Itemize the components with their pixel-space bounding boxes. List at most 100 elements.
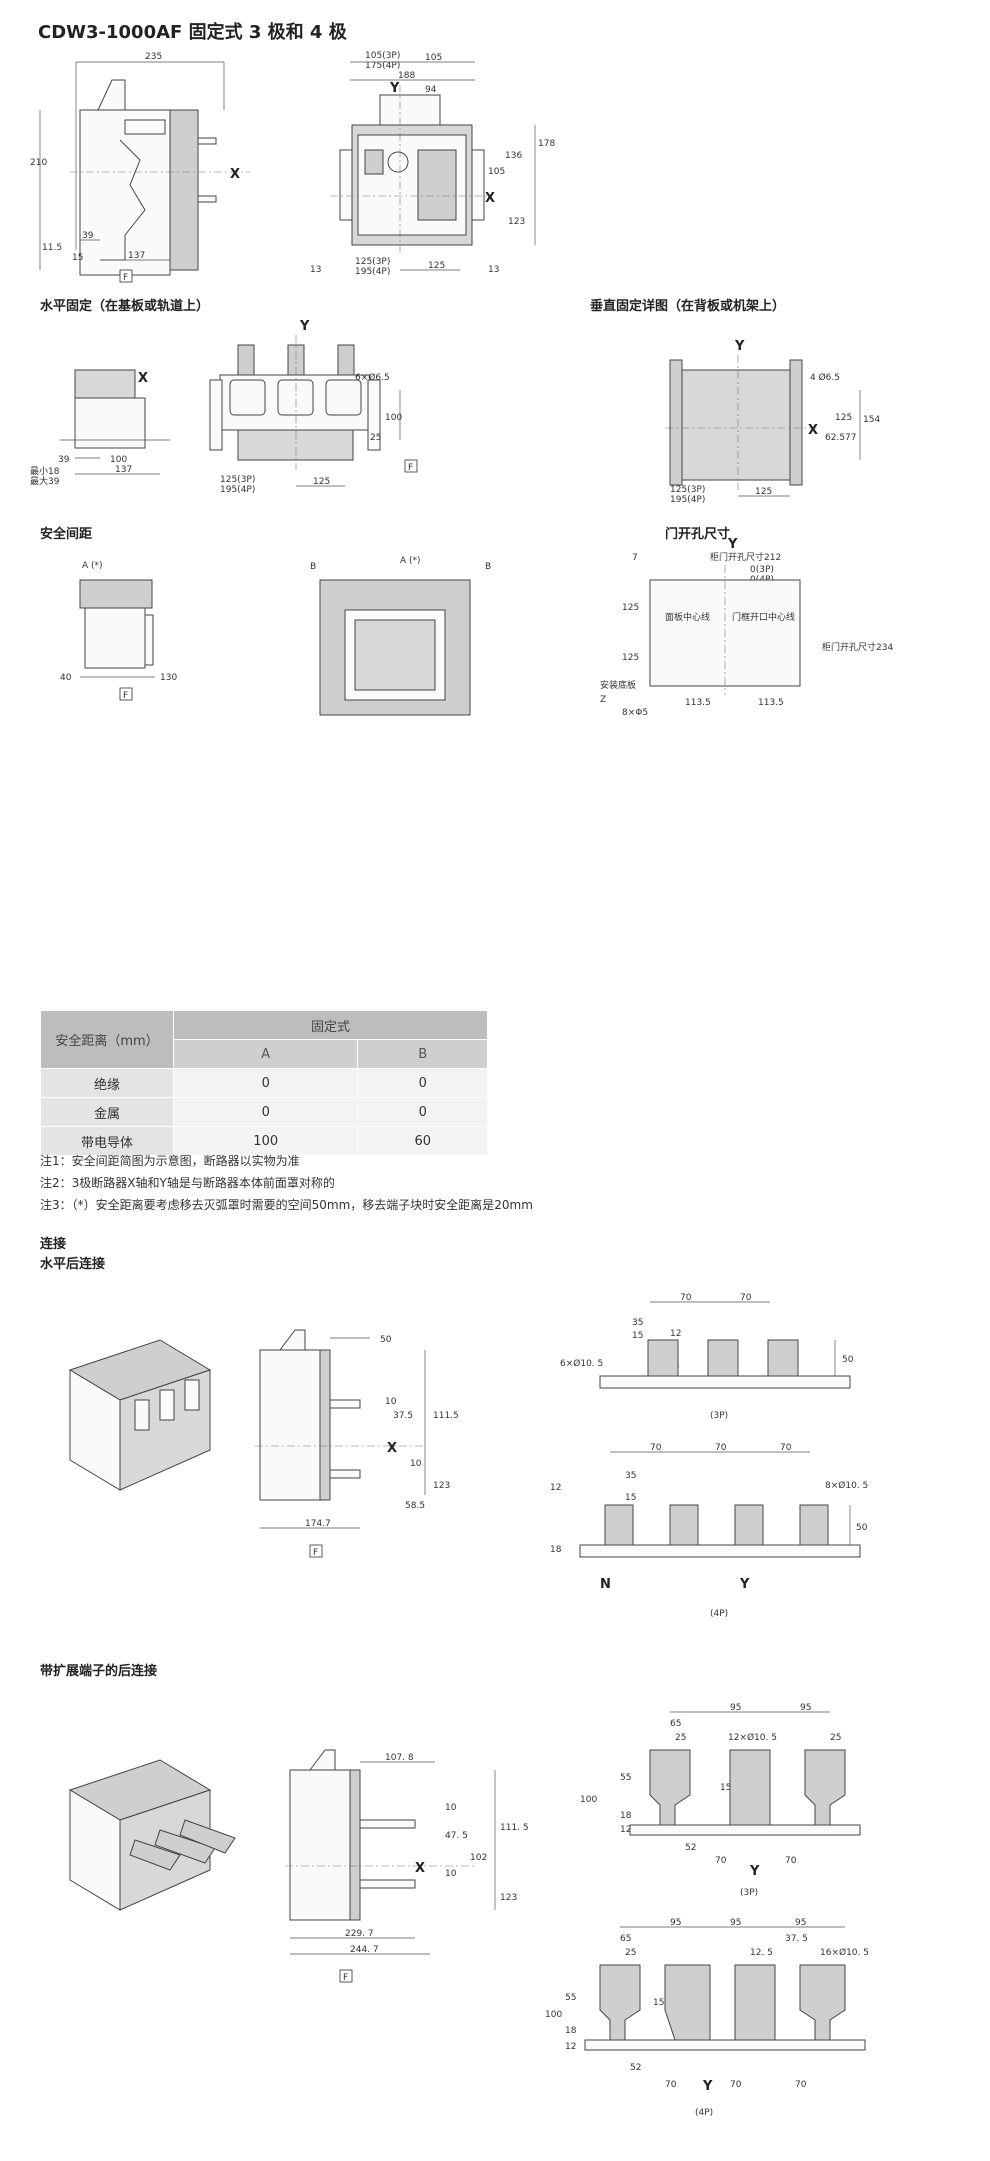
dim-100: 100 <box>110 455 127 465</box>
dim-7: 7 <box>632 553 638 563</box>
dim-70a: 70 <box>650 1443 662 1453</box>
section-extended: 带扩展端子的后连接 <box>40 1664 158 1679</box>
dim-102: 102 <box>470 1853 487 1863</box>
dim-25: 25 <box>370 433 381 443</box>
dim-10a: 10 <box>385 1397 397 1407</box>
dim-137: 137 <box>128 251 145 261</box>
extended-side-drawing: 107. 8 10 47. 5 111. 5 102 X 10 123 229.… <box>285 1749 529 1983</box>
fixing-f: F <box>123 273 128 283</box>
fixing-f: F <box>343 1973 348 1983</box>
axis-x: X <box>387 1441 397 1456</box>
door-cutout-drawing: Y 7 柜门开孔尺寸212 0(3P) 0(4P) 面板中心线 门框开口中心线 … <box>600 537 893 718</box>
dim-125b: 125 <box>313 477 330 487</box>
fixing-f: F <box>408 463 413 473</box>
dim-178: 178 <box>538 139 555 149</box>
dim-10b: 10 <box>445 1869 457 1879</box>
section-safety: 安全间距 <box>40 527 93 542</box>
label-4p: (4P) <box>710 1609 728 1619</box>
dim-50: 50 <box>380 1335 392 1345</box>
dim-105-3p: 105(3P) <box>365 51 400 61</box>
dim-130: 130 <box>160 673 177 683</box>
dim-70a: 70 <box>665 2080 677 2090</box>
dim-15: 15 <box>653 1998 664 2008</box>
dim-52: 52 <box>685 1843 696 1853</box>
front-view-drawing: 105(3P) 175(4P) 105 188 Y 94 X 178 136 1… <box>310 51 555 277</box>
axis-y: Y <box>749 1864 760 1879</box>
dim-154: 154 <box>863 415 880 425</box>
dim-37-5: 37.5 <box>393 1411 413 1421</box>
dim-62-5: 62.5 <box>825 433 845 443</box>
dim-65: 65 <box>620 1934 631 1944</box>
dim-39: 39 <box>58 455 70 465</box>
table-head-fixed: 固定式 <box>173 1010 488 1040</box>
dim-70a: 70 <box>715 1856 727 1866</box>
dim-35: 35 <box>632 1318 643 1328</box>
hole-8x10-5: 8×Ø10. 5 <box>825 1480 868 1491</box>
door-centerline: 门框开口中心线 <box>732 611 795 623</box>
table-col-b: B <box>357 1039 488 1069</box>
dim-b-right: B <box>485 562 491 572</box>
dim-h234: 柜门开孔尺寸234 <box>822 641 893 653</box>
label-base: 安装底板 <box>600 679 636 691</box>
dim-111-5: 111. 5 <box>500 1823 529 1833</box>
dim-123: 123 <box>508 217 525 227</box>
axis-x: X <box>415 1861 425 1876</box>
dim-11-5: 11.5 <box>42 243 62 253</box>
pole-n: N <box>600 1577 611 1592</box>
dim-95a: 95 <box>670 1918 681 1928</box>
dim-125b: 125 <box>755 487 772 497</box>
side-view-drawing: 235 X 210 11.5 39 15 137 F <box>30 52 250 283</box>
dim-123: 123 <box>433 1481 450 1491</box>
axis-x: X <box>485 191 495 206</box>
vertical-fixing-drawing: Y X 4 Ø6.5 125 62.5 154 77 125(3P) 195(4… <box>665 339 880 505</box>
dim-58-5: 58.5 <box>405 1501 425 1511</box>
dim-70c: 70 <box>795 2080 807 2090</box>
row-name: 带电导体 <box>40 1126 174 1156</box>
dim-10a: 10 <box>445 1803 457 1813</box>
dim-25a: 25 <box>675 1733 686 1743</box>
dim-13b: 13 <box>488 265 499 275</box>
dim-195-4p: 195(4P) <box>670 495 705 505</box>
dim-244-7: 244. 7 <box>350 1945 379 1955</box>
dim-100: 100 <box>545 2010 562 2020</box>
dim-13a: 13 <box>310 265 321 275</box>
axis-y: Y <box>734 339 745 354</box>
dim-235: 235 <box>145 52 162 62</box>
dim-100: 100 <box>580 1795 597 1805</box>
dim-229-7: 229. 7 <box>345 1929 374 1939</box>
dim-12: 12 <box>670 1329 681 1339</box>
dim-136: 136 <box>505 151 522 161</box>
horizontal-side-drawing: X 39 100 最小18 最大39 137 <box>30 369 170 487</box>
dim-70b: 70 <box>740 1293 752 1303</box>
rear-side-drawing: 50 10 37.5 111.5 X 10 123 58.5 174.7 F <box>255 1329 459 1558</box>
dim-z: Z <box>600 695 606 705</box>
dim-70b: 70 <box>715 1443 727 1453</box>
dim-50: 50 <box>842 1355 854 1365</box>
extended-3p-drawing: 95 95 65 25 12×Ø10. 5 25 100 55 15 18 12… <box>580 1703 861 1898</box>
axis-y: Y <box>739 1577 750 1592</box>
label-3p: (3P) <box>710 1411 728 1421</box>
horizontal-front-drawing: Y 6×Ø6.5 100 25 125(3P) 195(4P) 125 F <box>209 319 418 495</box>
axis-x: X <box>230 167 240 182</box>
dim-113-5b: 113.5 <box>758 698 784 708</box>
dim-max39: 最大39 <box>30 475 60 487</box>
row-b: 60 <box>357 1126 488 1156</box>
dim-94: 94 <box>425 85 437 95</box>
table-head-distance: 安全距离（mm） <box>40 1010 174 1069</box>
dim-b-left: B <box>310 562 316 572</box>
dim-125-3p: 125(3P) <box>220 475 255 485</box>
extended-4p-drawing: 95 95 95 65 25 12. 5 37. 5 16×Ø10. 5 100… <box>545 1918 869 2118</box>
hole-4x6-5: 4 Ø6.5 <box>810 372 840 383</box>
rear-3d-illustration <box>68 1339 212 1491</box>
dim-39: 39 <box>82 231 94 241</box>
page-title: CDW3-1000AF 固定式 3 极和 4 极 <box>38 22 347 43</box>
axis-x: X <box>808 423 818 438</box>
row-b: 0 <box>357 1097 488 1127</box>
safety-distance-table: 安全距离（mm） 固定式 A B 绝缘 0 0 金属 0 0 带电导体 100 … <box>40 1010 488 1156</box>
dim-70c: 70 <box>780 1443 792 1453</box>
table-row: 带电导体 100 60 <box>40 1126 488 1156</box>
dim-123: 123 <box>500 1893 517 1903</box>
dim-125-3p: 125(3P) <box>355 257 390 267</box>
rear-4p-drawing: 70 70 70 35 12 15 8×Ø10. 5 50 18 N Y (4P… <box>550 1443 868 1619</box>
dim-188: 188 <box>398 71 415 81</box>
